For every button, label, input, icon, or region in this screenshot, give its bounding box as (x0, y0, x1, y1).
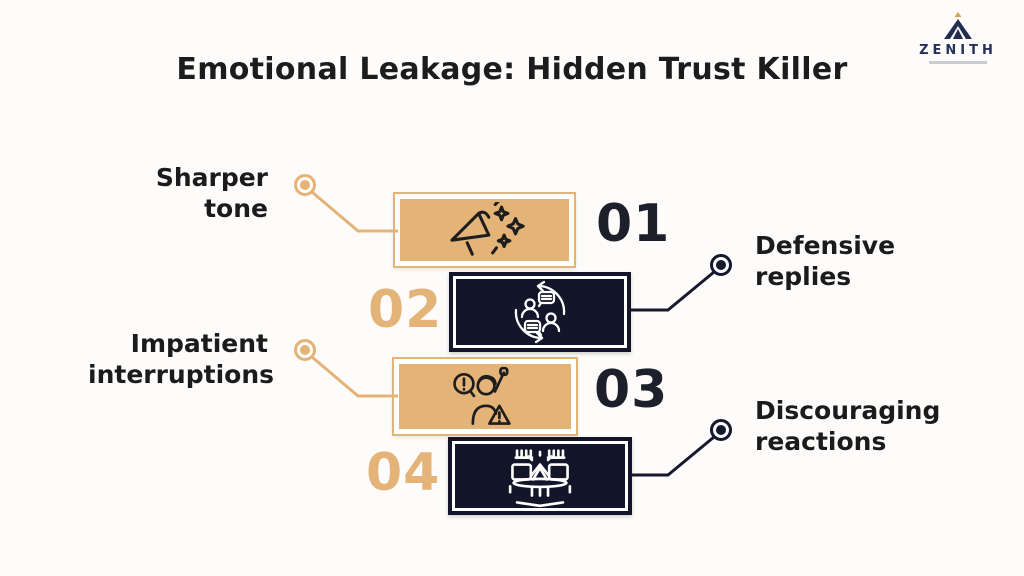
step-box-04 (448, 437, 632, 515)
step-box-03-fill (399, 364, 571, 429)
angry-person-raising-fist-icon (453, 366, 511, 425)
step-number-01: 01 (596, 194, 671, 254)
conversation-exchange-icon (514, 280, 566, 344)
page-title: Emotional Leakage: Hidden Trust Killer (176, 52, 848, 87)
step-number-03: 03 (594, 360, 669, 420)
connector-right-04 (628, 419, 732, 477)
label-impatient-interruptions: Impatient interruptions (88, 329, 274, 390)
connector-left-01 (294, 174, 398, 233)
connector-left-03 (294, 339, 398, 398)
megaphone-stars-icon (449, 202, 525, 256)
step-number-02: 02 (368, 280, 443, 340)
logo-wordmark: ZENITH (919, 43, 997, 58)
label-defensive-replies: Defensive replies (755, 231, 896, 292)
table-conflict-icon (508, 449, 572, 507)
step-box-03 (392, 357, 578, 436)
connector-right-02 (628, 254, 732, 312)
step-number-04: 04 (366, 443, 441, 503)
label-discouraging-reactions: Discouraging reactions (755, 396, 941, 457)
logo-tagline (929, 61, 987, 64)
step-box-01-fill (400, 199, 569, 261)
step-box-04-fill (455, 444, 625, 508)
step-box-01 (393, 192, 576, 268)
zenith-logo: ZENITH (910, 12, 1006, 64)
label-sharper-tone: Sharper tone (155, 163, 268, 224)
step-box-02-fill (456, 279, 624, 345)
step-box-02 (449, 272, 631, 352)
mountain-logo-icon (944, 12, 972, 39)
